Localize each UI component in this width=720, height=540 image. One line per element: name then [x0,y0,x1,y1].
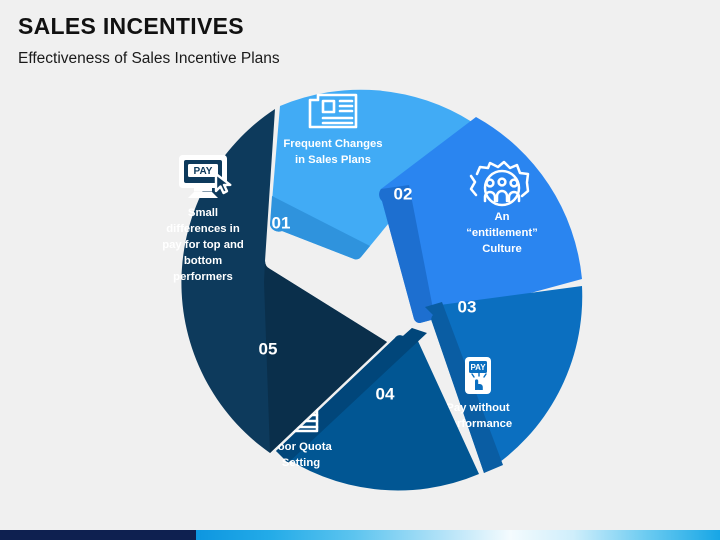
diagram-segment-02[interactable]: An “entitlement” Culture 02 [379,117,582,324]
mobile-pay-icon: PAY [465,357,491,394]
segment-01-shadow [270,196,370,260]
segment-03-line-2: performance [444,418,512,430]
segment-04-shape[interactable] [276,328,479,491]
segment-01-number: 01 [272,213,291,232]
diagram-segment-01[interactable]: Frequent Changes in Sales Plans 01 [270,89,472,260]
diagram-segment-05[interactable]: PAY Small differences in pay for top and… [162,109,387,453]
gear-people-icon [469,160,530,207]
segment-02-line-3: Culture [482,243,522,255]
segment-01-line-1: Frequent Changes [283,138,382,150]
diagram-segment-03[interactable]: PAY Pay without performance 03 [425,286,583,473]
monitor-pay-icon: PAY [179,155,232,198]
slide-header: SALES INCENTIVES Effectiveness of Sales … [18,13,658,68]
segment-05-line-3: pay for top and [162,239,244,251]
segment-04-line-1: Poor Quota [270,441,332,453]
page-subtitle: Effectiveness of Sales Incentive Plans [18,50,280,68]
segment-02-shadow [379,185,435,324]
segment-04-shadow [276,328,427,463]
svg-text:PAY: PAY [470,363,486,372]
diagram-segment-04[interactable]: Poor Quota Setting 04 [270,328,479,491]
segment-02-line-1: An [494,211,509,223]
newspaper-icon [308,93,358,129]
accent-bar-navy [0,530,196,540]
bottom-accent-bar [0,530,720,540]
segment-04-line-2: Setting [282,457,320,469]
segment-01-line-2: in Sales Plans [295,154,371,166]
segment-05-number: 05 [259,339,278,358]
segment-02-shape[interactable] [379,117,582,324]
segment-05-line-2: differences in [166,223,240,235]
segment-03-line-1: Pay without [446,402,510,414]
pinwheel-diagram: Frequent Changes in Sales Plans 01 An “e… [162,89,583,491]
segment-04-number: 04 [376,384,395,403]
segment-03-shape[interactable] [425,286,583,473]
segment-05-line-4: bottom [184,255,222,267]
segment-02-line-2: “entitlement” [466,227,538,239]
accent-bar-gradient [196,530,720,540]
svg-text:PAY: PAY [194,166,213,177]
segment-05-line-5: performers [173,271,233,283]
page-title: SALES INCENTIVES [18,13,244,39]
segment-03-shadow [425,302,503,473]
segment-03-number: 03 [458,297,477,316]
segment-01-shape[interactable] [270,89,472,260]
segment-05-line-1: Small [188,207,218,219]
segment-05-shadow [264,261,387,453]
segment-02-number: 02 [394,184,413,203]
